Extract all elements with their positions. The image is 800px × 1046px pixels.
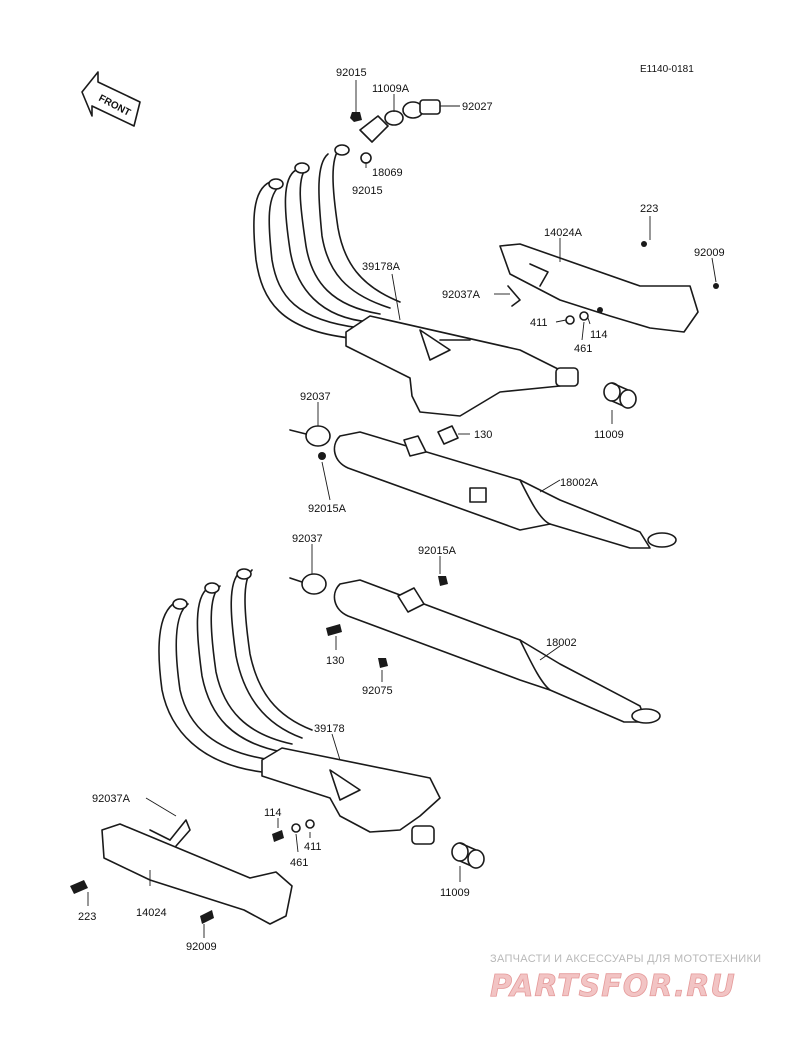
label-14024: 14024: [136, 907, 167, 919]
watermark-tagline: ЗАПЧАСТИ И АКСЕССУАРЫ ДЛЯ МОТОТЕХНИКИ: [490, 953, 761, 965]
label-39178: 39178: [314, 723, 345, 735]
label-223-top: 223: [640, 203, 658, 215]
label-114-top: 114: [590, 329, 608, 341]
heat-shield-lower: [70, 819, 315, 925]
label-92015-b: 92015: [352, 185, 383, 197]
leader-lines: [87, 80, 717, 938]
label-223-bot: 223: [78, 911, 96, 923]
heat-shield-upper: [499, 241, 719, 333]
label-18069: 18069: [372, 167, 403, 179]
label-461-bot: 461: [290, 857, 308, 869]
label-92009-bot: 92009: [186, 941, 217, 953]
label-11009A: 11009A: [372, 83, 410, 95]
label-39178A: 39178A: [362, 261, 401, 273]
label-130-mid: 130: [326, 655, 344, 667]
label-130-top: 130: [474, 429, 492, 441]
label-14024A: 14024A: [544, 227, 583, 239]
label-92027: 92027: [462, 101, 493, 113]
label-92009-top: 92009: [694, 247, 725, 259]
diagram-code: E1140-0181: [640, 64, 694, 75]
label-411-bot: 411: [304, 841, 322, 853]
watermark-logo: PARTSFOR.RU: [490, 969, 736, 1004]
label-411-top: 411: [530, 317, 548, 329]
label-114-bot: 114: [264, 807, 282, 819]
label-11009-bot: 11009: [440, 887, 470, 899]
label-11009-top: 11009: [594, 429, 624, 441]
label-92015A-mid: 92015A: [418, 545, 457, 557]
gasket-parts-top: [350, 99, 441, 164]
label-461-top: 461: [574, 343, 592, 355]
label-92037A-bot: 92037A: [92, 793, 131, 805]
label-18002A: 18002A: [560, 477, 599, 489]
label-92075: 92075: [362, 685, 393, 697]
muffler-upper: [289, 425, 677, 549]
label-92037-top: 92037: [300, 391, 331, 403]
muffler-lower: [289, 573, 661, 724]
sleeve-11009-upper: [603, 382, 637, 409]
sleeve-11009-lower: [451, 842, 485, 869]
front-arrow-icon: FRONT: [81, 71, 141, 127]
label-18002: 18002: [546, 637, 577, 649]
label-92015-top: 92015: [336, 67, 367, 79]
part-labels: 92015 11009A 92027 18069 92015 14024A 22…: [78, 67, 725, 953]
label-92037-mid: 92037: [292, 533, 323, 545]
label-92015A-top: 92015A: [308, 503, 347, 515]
watermark: ЗАПЧАСТИ И АКСЕССУАРЫ ДЛЯ МОТОТЕХНИКИ PA…: [490, 953, 761, 1004]
exhaust-pipe-upper: [253, 144, 579, 417]
exhaust-pipe-lower: [158, 568, 441, 845]
label-92037A-top: 92037A: [442, 289, 481, 301]
